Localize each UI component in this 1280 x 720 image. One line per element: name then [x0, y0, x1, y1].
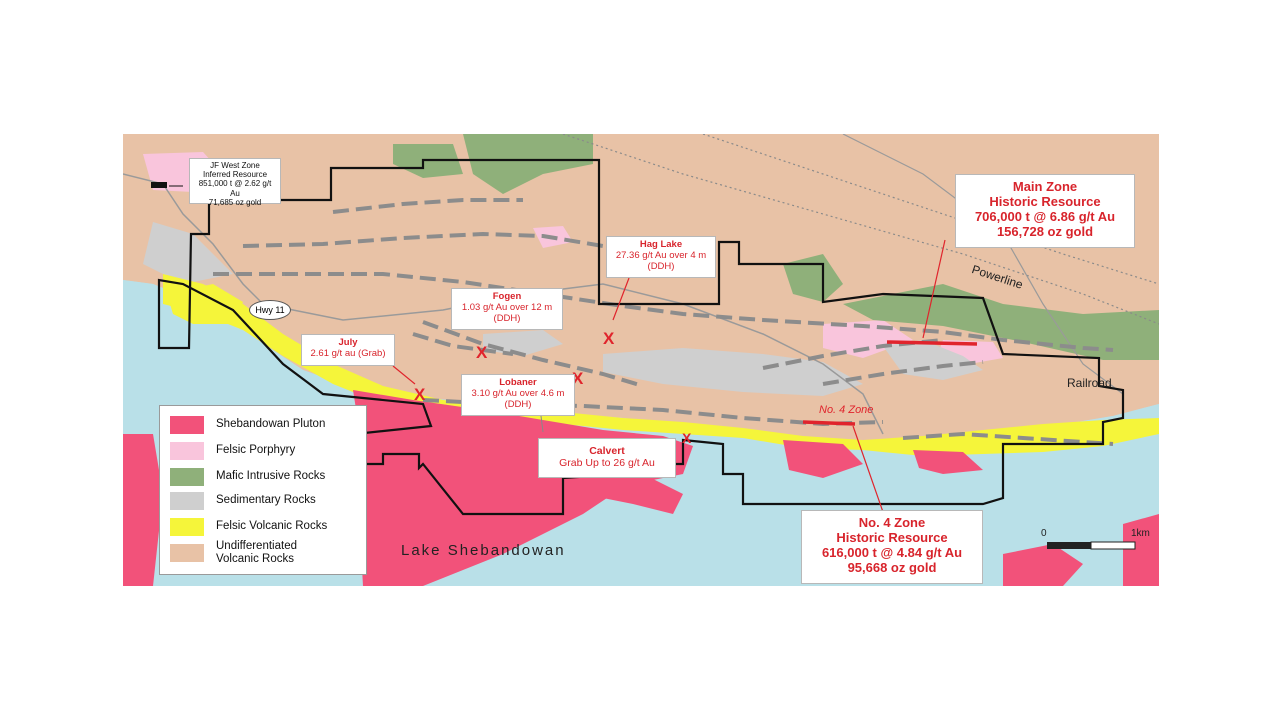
- lobaner-callout[interactable]: Lobaner 3.10 g/t Au over 4.6 m (DDH): [461, 374, 575, 416]
- scale-end-label: 1km: [1131, 528, 1150, 539]
- legend-label: Mafic Intrusive Rocks: [216, 470, 326, 483]
- lobaner-title: Lobaner: [499, 377, 537, 388]
- jf-west-line1: JF West Zone: [210, 161, 260, 170]
- hag-lake-title: Hag Lake: [639, 239, 683, 250]
- legend-item-felsic-porphyry: Felsic Porphyry: [170, 442, 295, 460]
- july-title: July: [338, 337, 358, 348]
- july-callout[interactable]: July 2.61 g/t au (Grab): [301, 334, 395, 366]
- fogen-line2: (DDH): [493, 312, 521, 324]
- drill-marker-calvert[interactable]: X: [682, 430, 692, 446]
- legend-label-line1: Undifferentiated: [216, 540, 297, 552]
- main-zone-line2: Historic Resource: [989, 193, 1101, 209]
- scale-start-label: 0: [1041, 528, 1047, 539]
- jf-west-line3: 851,000 t @ 2.62 g/t Au: [198, 179, 272, 198]
- legend-label: Sedimentary Rocks: [216, 494, 316, 507]
- legend-swatch-mafic: [170, 468, 204, 486]
- property-boundary: [157, 158, 1125, 516]
- main-zone-trace: [886, 340, 978, 346]
- felsic-volcanic-area: [163, 274, 1159, 456]
- legend-swatch-pluton: [170, 416, 204, 434]
- main-zone-callout[interactable]: Main Zone Historic Resource 706,000 t @ …: [955, 174, 1135, 248]
- main-zone-line1: Main Zone: [1012, 179, 1078, 194]
- map-base: [123, 134, 1159, 586]
- legend-item-mafic-intrusive: Mafic Intrusive Rocks: [170, 468, 325, 486]
- lobaner-line1: 3.10 g/t Au over 4.6 m: [471, 387, 565, 399]
- drill-marker-fogen[interactable]: X: [476, 343, 488, 362]
- drill-marker-hag-lake[interactable]: X: [603, 329, 615, 348]
- legend-item-shebandowan-pluton: Shebandowan Pluton: [170, 416, 325, 434]
- hag-lake-callout[interactable]: Hag Lake 27.36 g/t Au over 4 m (DDH): [606, 236, 716, 278]
- no4-zone-map-label: No. 4 Zone: [819, 404, 874, 416]
- mafic-intrusive-area: [463, 134, 593, 194]
- no4-zone-trace: [802, 420, 856, 426]
- legend-swatch-undifferentiated: [170, 544, 204, 563]
- main-zone-line4: 156,728 oz gold: [996, 223, 1094, 239]
- hwy-11-badge: Hwy 11: [249, 300, 291, 320]
- no4-zone-line2: Historic Resource: [836, 529, 948, 545]
- drill-marker-july[interactable]: X: [414, 385, 426, 404]
- legend-label-line2: Volcanic Rocks: [216, 553, 294, 566]
- no4-zone-line4: 95,668 oz gold: [847, 559, 937, 575]
- legend-swatch-felsic-volcanic: [170, 518, 204, 536]
- jf-west-line2: Inferred Resource: [202, 170, 268, 180]
- hag-lake-line2: (DDH): [647, 260, 675, 272]
- lake-label: Lake Shebandowan: [401, 542, 566, 559]
- fogen-title: Fogen: [492, 291, 522, 302]
- legend-item-sedimentary: Sedimentary Rocks: [170, 492, 316, 510]
- legend-label: Shebandowan Pluton: [216, 418, 326, 431]
- drill-marker-lobaner[interactable]: X: [572, 369, 584, 388]
- legend-label-two-line: Undifferentiated Volcanic Rocks: [216, 540, 297, 566]
- no4-zone-line1: No. 4 Zone: [858, 515, 926, 530]
- legend-label: Felsic Porphyry: [216, 444, 296, 457]
- scale-bar-white: [1090, 541, 1136, 550]
- jf-west-line4: 71,685 oz gold: [208, 197, 262, 207]
- legend-item-felsic-volcanic: Felsic Volcanic Rocks: [170, 518, 327, 536]
- railroad-line: [562, 134, 1159, 325]
- railroad-label: Railroad: [1067, 376, 1112, 390]
- july-line1: 2.61 g/t au (Grab): [310, 347, 386, 359]
- map-legend: Shebandowan Pluton Felsic Porphyry Mafic…: [159, 405, 367, 575]
- hag-lake-line1: 27.36 g/t Au over 4 m: [615, 249, 707, 261]
- scale-bar-black: [1047, 542, 1091, 549]
- lobaner-line2: (DDH): [504, 398, 532, 410]
- fogen-line1: 1.03 g/t Au over 12 m: [461, 301, 553, 313]
- jf-west-callout[interactable]: JF West Zone Inferred Resource 851,000 t…: [189, 158, 281, 207]
- legend-swatch-sedimentary: [170, 492, 204, 510]
- calvert-callout[interactable]: Calvert Grab Up to 26 g/t Au: [538, 438, 676, 478]
- geology-map[interactable]: Lake Shebandowan Powerline Railroad No. …: [123, 134, 1159, 586]
- legend-item-undifferentiated-volcanic: Undifferentiated Volcanic Rocks: [170, 540, 297, 566]
- calvert-line1: Grab Up to 26 g/t Au: [559, 457, 655, 470]
- calvert-title: Calvert: [589, 445, 625, 457]
- no4-zone-callout[interactable]: No. 4 Zone Historic Resource 616,000 t @…: [801, 510, 983, 584]
- legend-label: Felsic Volcanic Rocks: [216, 520, 328, 533]
- main-zone-line3: 706,000 t @ 6.86 g/t Au: [974, 208, 1116, 224]
- fogen-callout[interactable]: Fogen 1.03 g/t Au over 12 m (DDH): [451, 288, 563, 330]
- no4-zone-line3: 616,000 t @ 4.84 g/t Au: [821, 544, 963, 560]
- legend-swatch-porphyry: [170, 442, 204, 460]
